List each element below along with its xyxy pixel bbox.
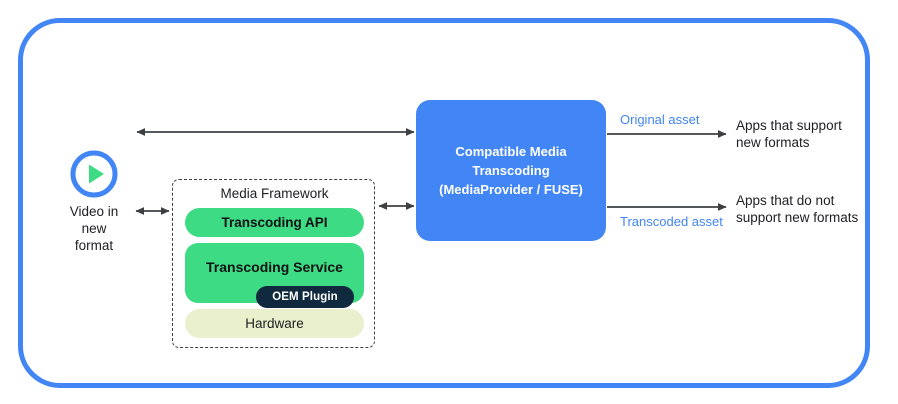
- source-label-line-1: Video in: [69, 204, 119, 219]
- play-circle-icon: [69, 149, 119, 199]
- media-framework-title: Media Framework: [220, 186, 329, 201]
- transcoding-api-label: Transcoding API: [221, 215, 328, 230]
- source-video-label: Video in new format: [42, 203, 146, 254]
- hardware-box[interactable]: Hardware: [185, 309, 364, 338]
- source-label-line-2: new: [81, 221, 107, 236]
- oem-plugin-label: OEM Plugin: [272, 291, 338, 303]
- apps-supporting-label: Apps that support new formats: [736, 117, 842, 151]
- compatible-media-transcoding-box[interactable]: Compatible Media Transcoding (MediaProvi…: [416, 100, 606, 241]
- transcoded-asset-label: Transcoded asset: [620, 214, 723, 229]
- apps-not-supporting-line-2: support new formats: [736, 210, 859, 225]
- original-asset-label: Original asset: [620, 112, 700, 127]
- source-label-line-3: format: [74, 238, 114, 253]
- apps-not-supporting-line-1: Apps that do not: [736, 193, 835, 208]
- cmt-line-3: (MediaProvider / FUSE): [439, 182, 583, 197]
- cmt-line-2: Transcoding: [472, 163, 550, 178]
- hardware-label: Hardware: [245, 316, 304, 331]
- transcoding-api-box[interactable]: Transcoding API: [185, 208, 364, 237]
- oem-plugin-badge[interactable]: OEM Plugin: [256, 286, 354, 308]
- transcoding-service-label: Transcoding Service: [206, 259, 343, 275]
- apps-supporting-line-1: Apps that support: [736, 118, 842, 133]
- apps-not-supporting-label: Apps that do not support new formats: [736, 192, 858, 226]
- media-framework-group: Media Framework Transcoding API Transcod…: [172, 179, 375, 348]
- apps-supporting-line-2: new formats: [736, 135, 810, 150]
- cmt-line-1: Compatible Media: [455, 144, 567, 159]
